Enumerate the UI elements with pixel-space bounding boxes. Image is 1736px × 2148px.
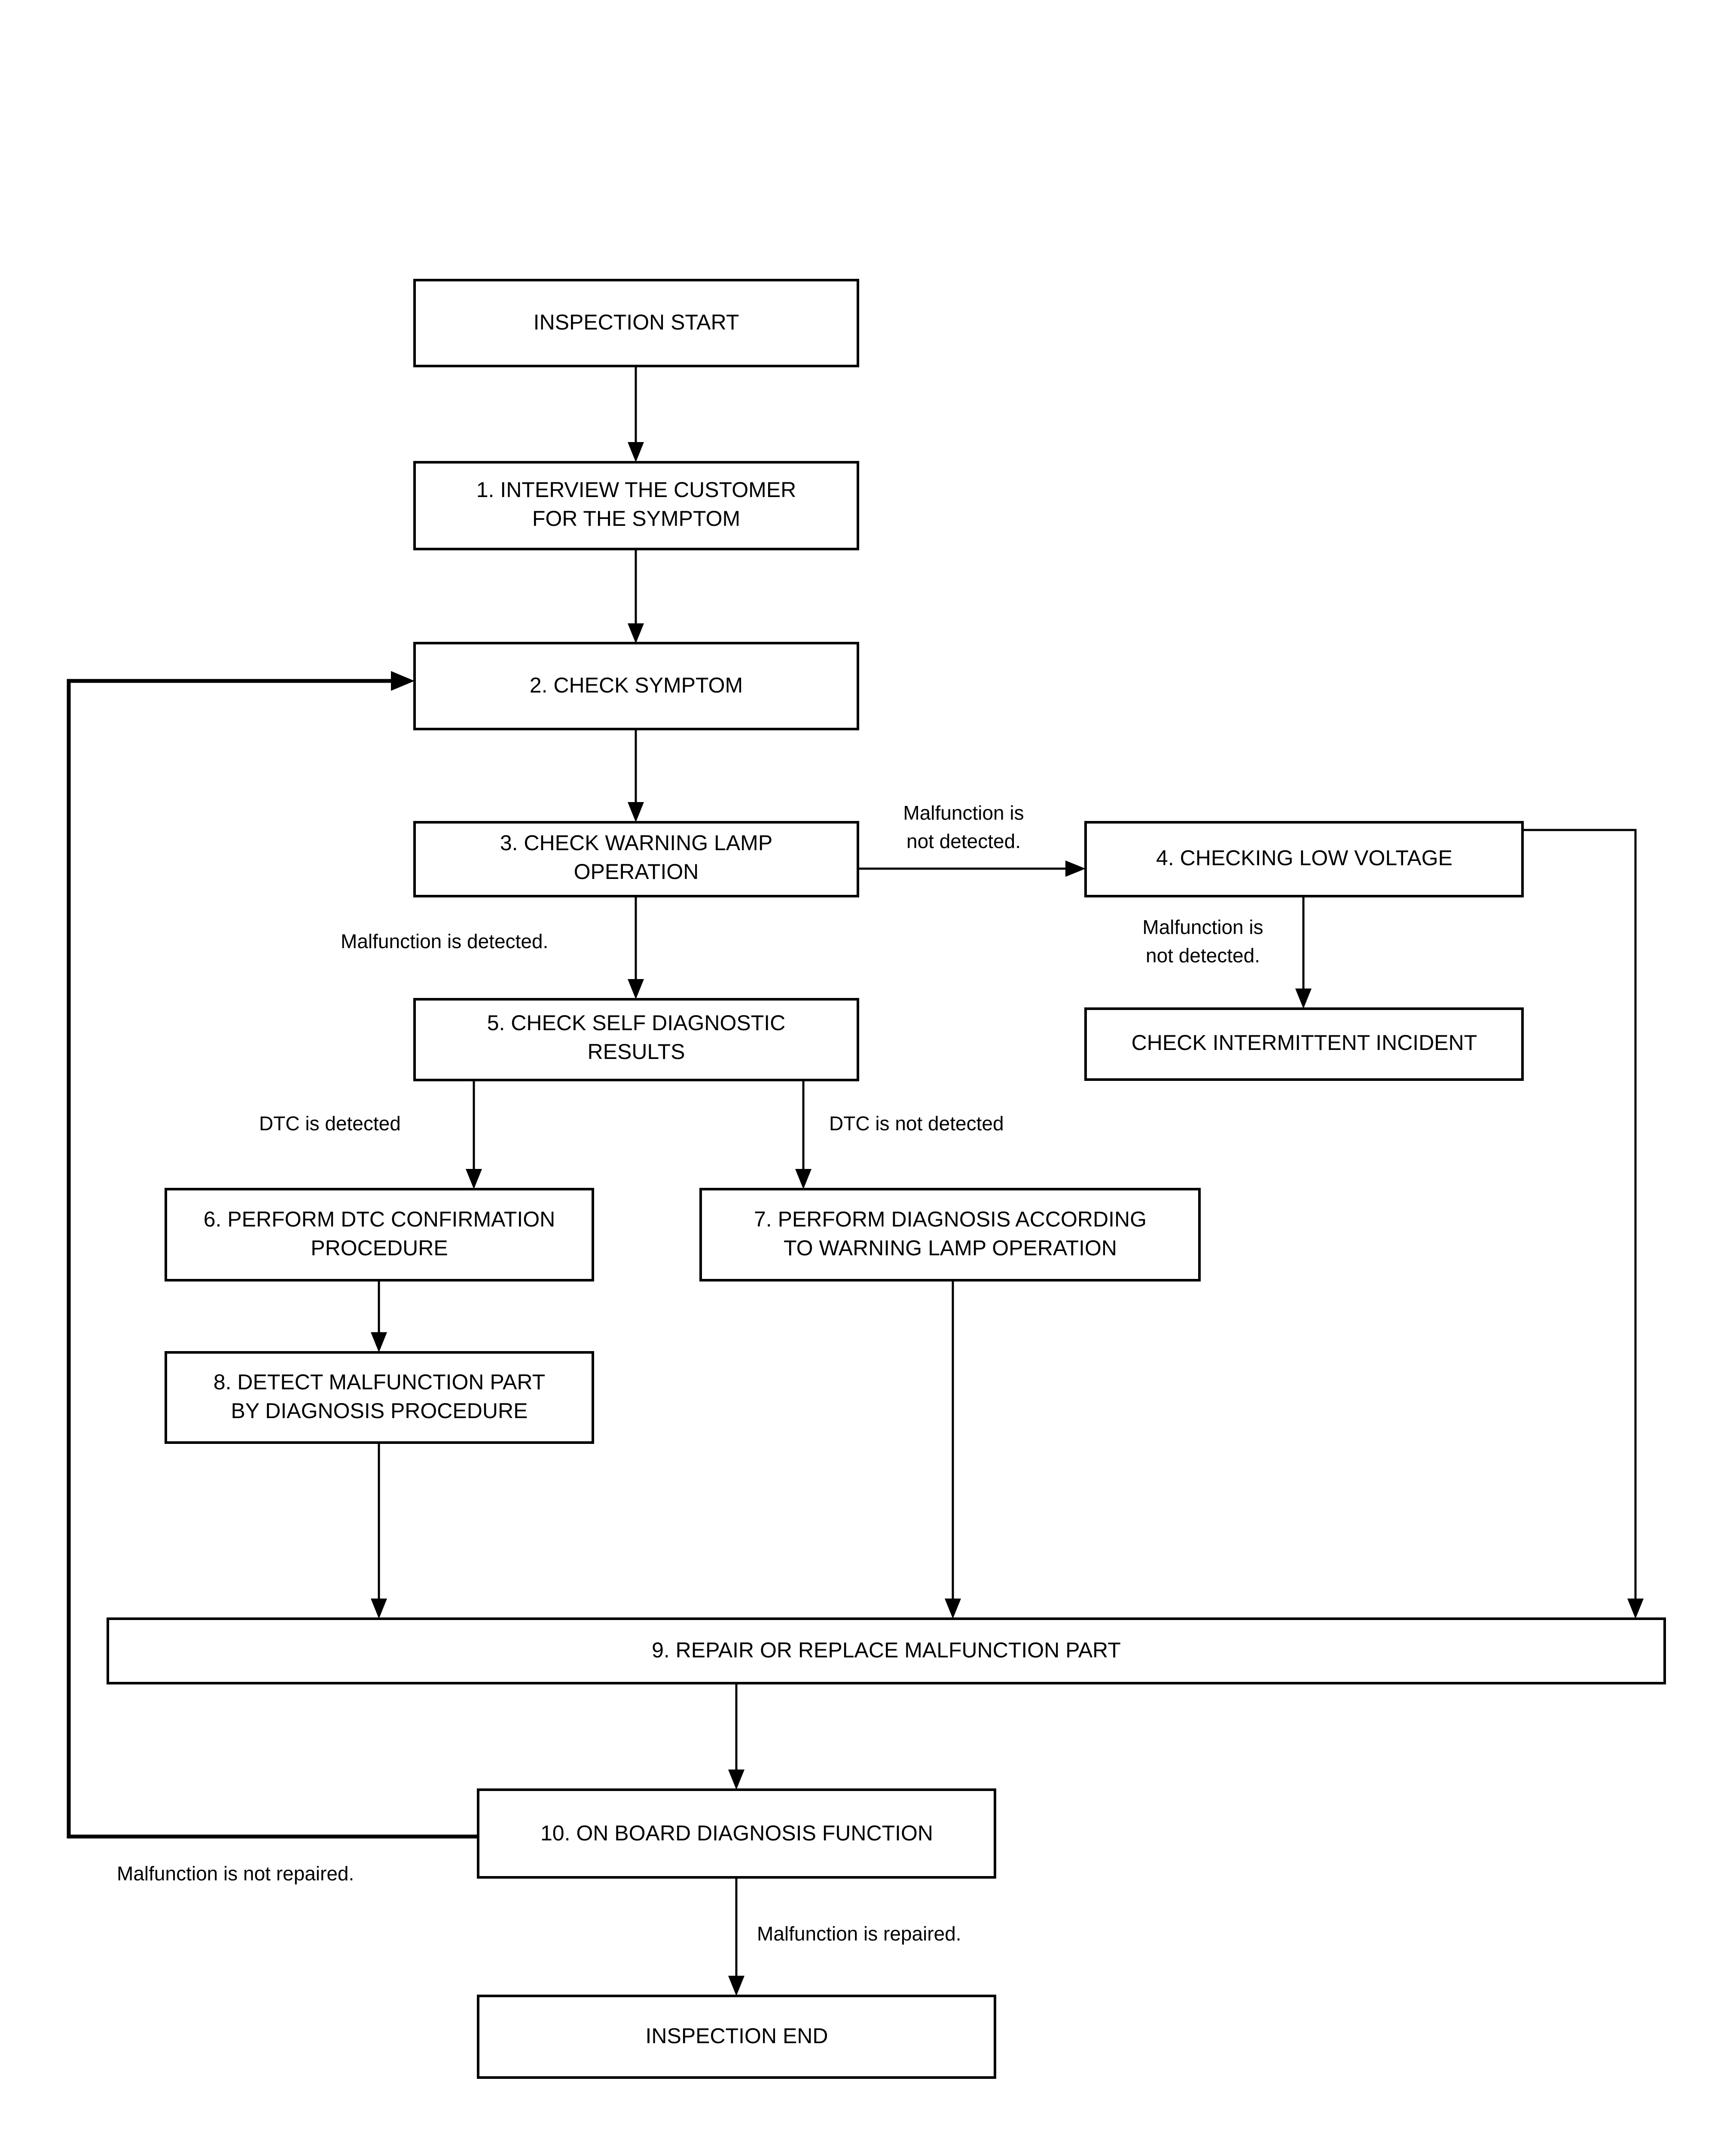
edge-label-3-to-5-detected: Malfunction is detected. [341, 930, 548, 952]
node-label-5-line1: 5. CHECK SELF DIAGNOSTIC [487, 1011, 786, 1035]
node-label-2: 2. CHECK SYMPTOM [530, 673, 743, 697]
node-label-end: INSPECTION END [645, 2024, 828, 2048]
edge-2-to-3 [628, 729, 644, 822]
edge-8-to-9 [371, 1443, 387, 1619]
edge-4-to-intermittent [1295, 896, 1312, 1009]
node-10-on-board-diagnosis[interactable]: 10. ON BOARD DIAGNOSIS FUNCTION [477, 1788, 996, 1879]
edge-1-to-2 [628, 549, 644, 644]
node-label-7-line1: 7. PERFORM DIAGNOSIS ACCORDING [754, 1207, 1147, 1231]
node-label-5-line2: RESULTS [588, 1040, 685, 1064]
node-label-1-line2: FOR THE SYMPTOM [532, 506, 740, 531]
svg-text:Malfunction is detected.: Malfunction is detected. [341, 930, 548, 952]
node-label-9: 9. REPAIR OR REPLACE MALFUNCTION PART [652, 1638, 1121, 1662]
edge-10-to-2-feedback [67, 671, 478, 1839]
svg-text:not detected.: not detected. [906, 830, 1021, 852]
edge-label-10-to-2-not-repaired: Malfunction is not repaired. [117, 1862, 354, 1885]
node-label-7-line2: TO WARNING LAMP OPERATION [784, 1236, 1117, 1260]
node-label-3-line1: 3. CHECK WARNING LAMP [500, 831, 772, 855]
node-8-detect-malfunction-part[interactable]: 8. DETECT MALFUNCTION PART BY DIAGNOSIS … [165, 1351, 594, 1444]
node-label-10: 10. ON BOARD DIAGNOSIS FUNCTION [540, 1821, 933, 1845]
node-check-intermittent-incident[interactable]: CHECK INTERMITTENT INCIDENT [1084, 1007, 1524, 1081]
svg-text:Malfunction is: Malfunction is [1142, 916, 1263, 938]
svg-text:not detected.: not detected. [1146, 944, 1260, 967]
node-inspection-start[interactable]: INSPECTION START [413, 279, 859, 367]
edge-5-to-7 [795, 1079, 812, 1189]
node-6-perform-dtc-confirmation[interactable]: 6. PERFORM DTC CONFIRMATION PROCEDURE [165, 1188, 594, 1281]
edge-3-to-4 [858, 860, 1086, 877]
node-label-8-line1: 8. DETECT MALFUNCTION PART [214, 1370, 545, 1394]
node-9-repair-or-replace[interactable]: 9. REPAIR OR REPLACE MALFUNCTION PART [107, 1617, 1666, 1684]
edge-label-5-to-6-dtc-detected: DTC is detected [259, 1112, 401, 1135]
node-4-checking-low-voltage[interactable]: 4. CHECKING LOW VOLTAGE [1084, 821, 1524, 897]
node-label-intermittent: CHECK INTERMITTENT INCIDENT [1132, 1031, 1477, 1055]
edge-9-to-10 [728, 1683, 744, 1790]
edge-label-4-to-intermittent-not-detected: Malfunction is not detected. [1142, 916, 1263, 967]
svg-text:Malfunction is not repaired.: Malfunction is not repaired. [117, 1862, 354, 1885]
node-7-perform-diagnosis[interactable]: 7. PERFORM DIAGNOSIS ACCORDING TO WARNIN… [699, 1188, 1201, 1281]
edge-label-10-to-end-repaired: Malfunction is repaired. [757, 1922, 961, 1945]
node-1-interview-customer[interactable]: 1. INTERVIEW THE CUSTOMER FOR THE SYMPTO… [413, 461, 859, 550]
node-label-start: INSPECTION START [534, 310, 739, 334]
svg-text:DTC is detected: DTC is detected [259, 1112, 401, 1135]
node-label-1-line1: 1. INTERVIEW THE CUSTOMER [476, 478, 796, 502]
edge-label-5-to-7-dtc-not-detected: DTC is not detected [829, 1112, 1004, 1135]
node-label-3-line2: OPERATION [574, 860, 699, 884]
node-5-check-self-diagnostic[interactable]: 5. CHECK SELF DIAGNOSTIC RESULTS [413, 998, 859, 1081]
node-label-4: 4. CHECKING LOW VOLTAGE [1156, 846, 1452, 870]
svg-text:Malfunction is: Malfunction is [903, 802, 1024, 824]
node-label-8-line2: BY DIAGNOSIS PROCEDURE [231, 1399, 528, 1423]
edge-3-to-5 [628, 896, 644, 999]
edge-10-to-end [728, 1877, 744, 1996]
node-inspection-end[interactable]: INSPECTION END [477, 1995, 996, 2079]
edge-6-to-8 [371, 1280, 387, 1352]
svg-text:Malfunction is repaired.: Malfunction is repaired. [757, 1922, 961, 1945]
edge-label-3-to-4-not-detected: Malfunction is not detected. [903, 802, 1024, 852]
node-label-6-line2: PROCEDURE [311, 1236, 448, 1260]
edge-4-to-9 [1522, 829, 1644, 1619]
node-label-6-line1: 6. PERFORM DTC CONFIRMATION [204, 1207, 555, 1231]
edge-5-to-6 [466, 1079, 482, 1189]
edge-7-to-9 [945, 1280, 961, 1619]
svg-text:DTC is not detected: DTC is not detected [829, 1112, 1004, 1135]
node-2-check-symptom[interactable]: 2. CHECK SYMPTOM [413, 642, 859, 730]
node-3-check-warning-lamp[interactable]: 3. CHECK WARNING LAMP OPERATION [413, 821, 859, 897]
edge-start-to-1 [628, 366, 644, 462]
